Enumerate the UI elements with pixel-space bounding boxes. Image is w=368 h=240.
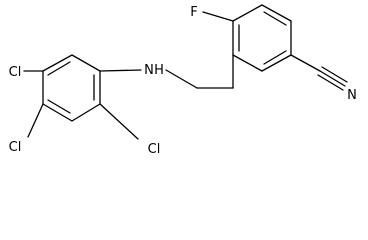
fluorine-label: F: [190, 5, 197, 20]
bond: [261, 4, 292, 22]
bond: [99, 103, 139, 140]
bond: [290, 54, 321, 72]
bond: [27, 103, 44, 138]
bond: [47, 99, 71, 114]
bond: [317, 74, 344, 91]
bond: [263, 11, 287, 26]
bond: [42, 103, 73, 122]
bond: [47, 61, 71, 76]
nitrile-nitrogen-label: N: [347, 88, 357, 103]
bond: [165, 69, 198, 89]
bonds: [23, 4, 348, 140]
atom-labels: F N H N Cl Cl Cl: [9, 5, 357, 157]
bond: [263, 50, 287, 65]
bond: [71, 54, 101, 72]
bond: [42, 54, 73, 72]
amine-hydrogen-label: H: [154, 63, 164, 78]
chlorine-right-label: Cl: [148, 142, 161, 157]
bond: [71, 103, 101, 122]
amine-nitrogen-label: N: [144, 63, 154, 78]
bond: [202, 11, 234, 22]
bond: [321, 66, 348, 83]
bond: [319, 70, 346, 87]
bond: [261, 54, 292, 72]
chlorine-left-label: Cl: [9, 140, 22, 155]
bond: [232, 54, 263, 72]
structure-diagram: F N H N Cl Cl Cl: [9, 4, 357, 157]
bond: [232, 4, 263, 22]
bond: [99, 69, 142, 72]
chlorine-top-label: Cl: [9, 65, 22, 80]
